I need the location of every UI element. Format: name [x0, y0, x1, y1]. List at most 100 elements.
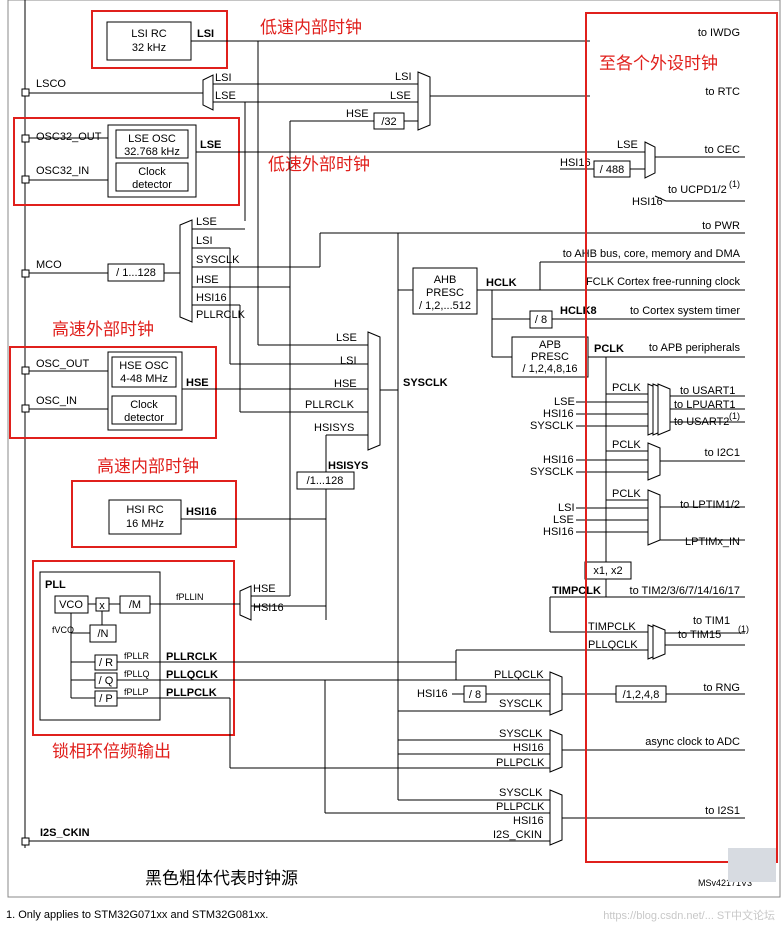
pll-title: PLL [45, 579, 66, 591]
svg-text:LSE: LSE [554, 396, 575, 408]
bold-note: 黑色粗体代表时钟源 [145, 869, 298, 888]
svg-text:(1): (1) [729, 179, 740, 189]
svg-text:detector: detector [124, 412, 164, 424]
timpclk-label: TIMPCLK [552, 585, 601, 597]
svg-text:LSE: LSE [215, 90, 236, 102]
f-pllin-label: fPLLIN [176, 592, 204, 602]
svg-text:LSI: LSI [558, 502, 575, 514]
mco-pin [21, 269, 30, 278]
svg-text:PCLK: PCLK [612, 488, 641, 500]
lptim-mux [647, 489, 661, 546]
svg-text:/ 488: / 488 [600, 164, 624, 176]
to-iwdg: to IWDG [698, 27, 740, 39]
svg-text:/ 8: / 8 [535, 314, 547, 326]
svg-text:HSI16: HSI16 [543, 526, 574, 538]
svg-text:LSE: LSE [196, 216, 217, 228]
lsco-mux [202, 74, 214, 111]
pll-highlight-box [32, 560, 235, 736]
svg-text:4-48 MHz: 4-48 MHz [120, 373, 168, 385]
lsi-rc-name: LSI RC [131, 28, 167, 40]
to-fclk: FCLK Cortex free-running clock [586, 276, 741, 288]
logo-mark [728, 848, 776, 882]
svg-text:HSI16: HSI16 [253, 602, 284, 614]
to-pwr: to PWR [702, 220, 740, 232]
osc-in-pin [21, 404, 30, 413]
svg-text:HSI16: HSI16 [632, 196, 663, 208]
hsi-rc-block [108, 499, 182, 535]
footnote: 1. Only applies to STM32G071xx and STM32… [6, 909, 269, 921]
svg-text:LSI: LSI [196, 235, 213, 247]
svg-text:HSI RC: HSI RC [126, 504, 163, 516]
to-cec: to CEC [705, 144, 741, 156]
svg-text:HSI16: HSI16 [417, 688, 448, 700]
lsi-rc-block [106, 21, 192, 61]
diagram-frame [7, 0, 781, 898]
lsco-label: LSCO [36, 78, 66, 90]
pll-input-mux [239, 585, 252, 621]
ahb-prescaler [412, 267, 478, 315]
lse-osc-block [115, 129, 189, 159]
svg-text:HSI16: HSI16 [560, 157, 591, 169]
svg-text:HSISYS: HSISYS [314, 422, 354, 434]
lse-annotation: 低速外部时钟 [268, 155, 370, 174]
lse-highlight-box [13, 117, 240, 206]
to-i2s1: to I2S1 [705, 805, 740, 817]
svg-text:HSE: HSE [253, 583, 276, 595]
svg-text:LSE: LSE [553, 514, 574, 526]
mco-label: MCO [36, 259, 62, 271]
to-tim1: to TIM1 [693, 615, 730, 627]
svg-text:HSE: HSE [346, 108, 369, 120]
tim15-mux [652, 624, 666, 660]
svg-text:SYSCLK: SYSCLK [499, 787, 543, 799]
sysclk-mux [367, 331, 381, 451]
svg-text:HSI16: HSI16 [513, 742, 544, 754]
osc32-in-pin [21, 175, 30, 184]
pllpclk-label: PLLPCLK [166, 687, 217, 699]
hsi-annotation: 高速内部时钟 [97, 457, 199, 476]
i2s-mux [549, 789, 563, 846]
to-apb: to APB peripherals [649, 342, 741, 354]
osc32-in-label: OSC32_IN [36, 165, 89, 177]
svg-text:LSE: LSE [336, 332, 357, 344]
svg-text:LSE: LSE [390, 90, 411, 102]
lsi-highlight-box [91, 10, 228, 69]
osc32-out-label: OSC32_OUT [36, 131, 102, 143]
svg-text:SYSCLK: SYSCLK [196, 254, 240, 266]
to-lptim: to LPTIM1/2 [680, 499, 740, 511]
svg-text:PLLPCLK: PLLPCLK [496, 801, 545, 813]
svg-text:PLLQCLK: PLLQCLK [494, 669, 544, 681]
svg-text:SYSCLK: SYSCLK [499, 698, 543, 710]
svg-text:/ 1,2,4,8,16: / 1,2,4,8,16 [522, 363, 577, 375]
svg-text:Clock: Clock [138, 166, 166, 178]
hse-osc-block [111, 356, 177, 388]
lsi-label: LSI [197, 28, 214, 40]
svg-text:HSE OSC: HSE OSC [119, 360, 169, 372]
i2c-mux [647, 442, 661, 481]
hse-highlight-box [9, 346, 217, 439]
svg-text:LSI: LSI [340, 355, 357, 367]
hclk-label: HCLK [486, 277, 517, 289]
hse-label: HSE [186, 377, 209, 389]
lse-label: LSE [200, 139, 221, 151]
to-usart2: to USART2 [674, 416, 729, 428]
svg-text:PLLPCLK: PLLPCLK [496, 757, 545, 769]
to-rtc: to RTC [705, 86, 740, 98]
svg-text:/1...128: /1...128 [307, 475, 344, 487]
watermark: https://blog.csdn.net/... ST中文论坛 [603, 910, 775, 922]
svg-text:x: x [99, 600, 105, 612]
svg-text:/ 1,2,...512: / 1,2,...512 [419, 300, 471, 312]
svg-text:LSI: LSI [395, 71, 412, 83]
svg-text:/1,2,4,8: /1,2,4,8 [623, 689, 660, 701]
svg-text:PLLQCLK: PLLQCLK [588, 639, 638, 651]
svg-text:Clock: Clock [130, 399, 158, 411]
svg-text:SYSCLK: SYSCLK [499, 728, 543, 740]
svg-text:PLLRCLK: PLLRCLK [196, 309, 246, 321]
svg-text:16 MHz: 16 MHz [126, 518, 164, 530]
svg-text:HSI16: HSI16 [513, 815, 544, 827]
svg-text:x1, x2: x1, x2 [593, 565, 622, 577]
svg-text:HSE: HSE [196, 274, 219, 286]
pclk-label: PCLK [594, 343, 624, 355]
to-rng: to RNG [703, 682, 740, 694]
osc-out-label: OSC_OUT [36, 358, 89, 370]
svg-text:I2S_CKIN: I2S_CKIN [493, 829, 542, 841]
